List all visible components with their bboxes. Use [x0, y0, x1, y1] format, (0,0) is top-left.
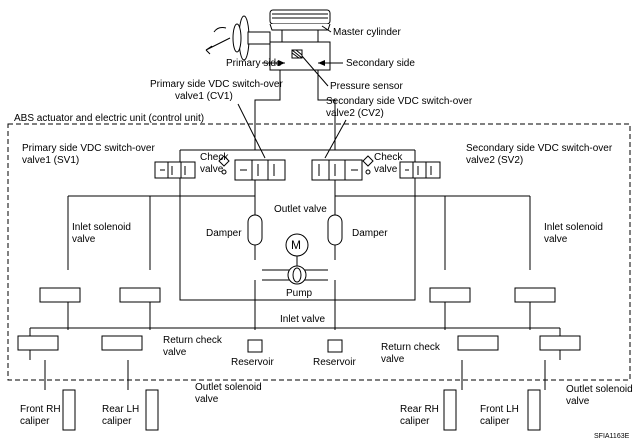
secondary-vdc-cv2-label-1: Secondary side VDC switch-over: [326, 96, 473, 107]
secondary-vdc-sv2-label-2: valve2 (SV2): [466, 155, 523, 166]
outlet-solenoid-left-label-1: Outlet solenoid: [195, 382, 262, 393]
abs-actuator-boundary: [7, 123, 631, 381]
primary-vdc-cv1-label-1: Primary side VDC switch-over: [150, 79, 283, 90]
secondary-side-label: Secondary side: [346, 58, 415, 69]
reservoir-left-label: Reservoir: [231, 357, 274, 368]
brake-pedal-assembly: [205, 15, 271, 61]
check-valves-top: [218, 155, 374, 175]
outlet-solenoid-valves: [17, 335, 581, 351]
pump-label: Pump: [286, 288, 313, 299]
sv1-valve: [154, 161, 196, 179]
figure-id: SFIA1163E: [594, 433, 630, 440]
rear-lh-label-1: Rear LH: [102, 404, 139, 415]
cv1-valve: [234, 159, 286, 181]
primary-vdc-cv1-label-2: valve1 (CV1): [175, 91, 233, 102]
sv2-valve: [399, 161, 441, 179]
outlet-solenoid-right-label-1: Outlet solenoid: [566, 384, 633, 395]
rear-rh-label-1: Rear RH: [400, 404, 439, 415]
rear-rh-label-2: caliper: [400, 416, 430, 427]
outlet-solenoid-left-label-2: valve: [195, 394, 219, 405]
return-check-left-label-1: Return check: [163, 335, 223, 346]
motor-label: M: [291, 238, 301, 252]
outlet-solenoid-right-label-2: valve: [566, 396, 590, 407]
abs-actuator-label: ABS actuator and electric unit (control …: [14, 113, 204, 124]
check-valve-right-label-2: valve: [374, 164, 398, 175]
damper-right-label: Damper: [352, 228, 388, 239]
inlet-solenoid-valves: [39, 287, 556, 303]
return-check-right-label-1: Return check: [381, 342, 441, 353]
secondary-vdc-cv2-label-2: valve2 (CV2): [326, 108, 384, 119]
front-lh-label-1: Front LH: [480, 404, 519, 415]
check-valve-left-label-2: valve: [200, 164, 224, 175]
pump: [287, 256, 307, 285]
front-rh-label-1: Front RH: [20, 404, 61, 415]
damper-left: [247, 214, 263, 246]
inlet-solenoid-left-label-2: valve: [72, 234, 96, 245]
reservoir-right-label: Reservoir: [313, 357, 356, 368]
cv2-valve: [311, 159, 363, 181]
outlet-valve-label: Outlet valve: [274, 204, 327, 215]
check-valve-left-label-1: Check: [200, 152, 229, 163]
secondary-vdc-sv2-label-1: Secondary side VDC switch-over: [466, 143, 613, 154]
inlet-solenoid-right-label-1: Inlet solenoid: [544, 222, 603, 233]
damper-left-label: Damper: [206, 228, 242, 239]
primary-side-label: Primary side: [226, 58, 282, 69]
inlet-valve-label: Inlet valve: [280, 314, 325, 325]
master-cylinder-label: Master cylinder: [333, 27, 401, 38]
check-valve-right-label-1: Check: [374, 152, 403, 163]
inlet-solenoid-right-label-2: valve: [544, 234, 568, 245]
calipers: [62, 389, 541, 431]
feed-lines: [254, 70, 336, 150]
primary-vdc-sv1-label-2: valve1 (SV1): [22, 155, 79, 166]
pressure-sensor-label: Pressure sensor: [330, 81, 403, 92]
front-rh-label-2: caliper: [20, 416, 50, 427]
rear-lh-label-2: caliper: [102, 416, 132, 427]
primary-vdc-sv1-label-1: Primary side VDC switch-over: [22, 143, 155, 154]
inlet-solenoid-left-label-1: Inlet solenoid: [72, 222, 131, 233]
return-check-right-label-2: valve: [381, 354, 405, 365]
hydraulic-lines: [29, 149, 561, 390]
return-check-left-label-2: valve: [163, 347, 187, 358]
reservoirs: [247, 339, 343, 353]
damper-right: [327, 214, 343, 246]
front-lh-label-2: caliper: [480, 416, 510, 427]
